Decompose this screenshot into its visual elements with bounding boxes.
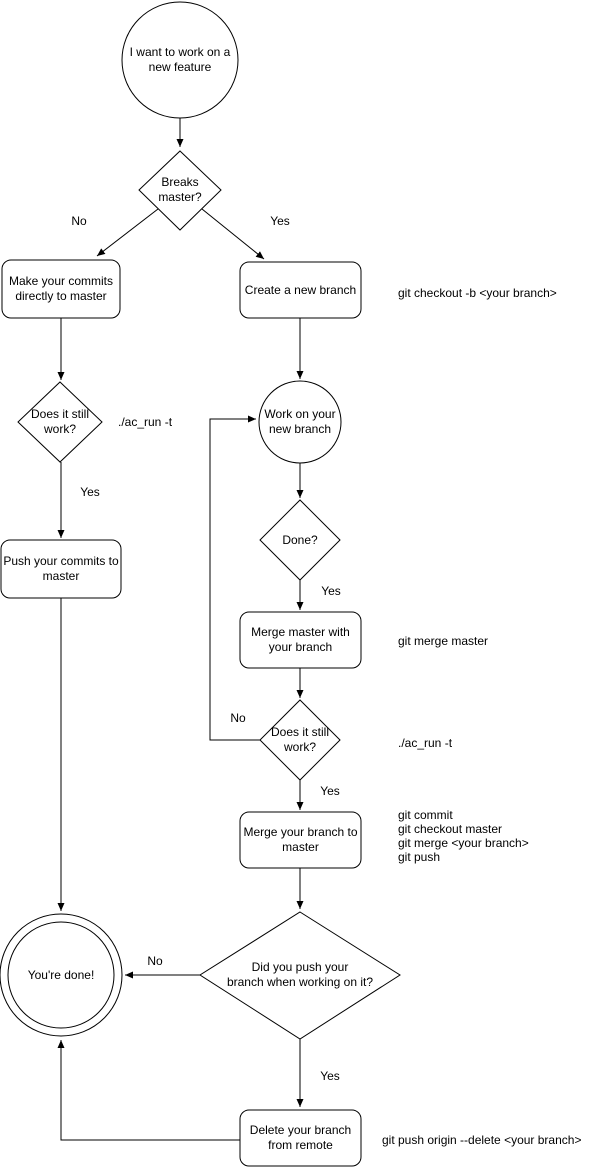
push-commits-label: Push your commits to master — [3, 554, 119, 583]
did-push-decision-shape — [199, 911, 401, 1040]
make-commits-label: Make your commits directly to master — [8, 274, 114, 303]
edge-label-no-breaks: No — [59, 213, 99, 229]
annotation-cmd-line: git merge <your branch> — [398, 836, 529, 850]
breaks-master-decision-shape — [138, 150, 222, 231]
still-work-1-decision-shape — [17, 381, 103, 463]
delete-branch-box-shape — [239, 1109, 362, 1167]
edge-label-yes-still-work-1: Yes — [70, 484, 110, 500]
annotation-ac-run-left: ./ac_run -t — [118, 415, 173, 429]
edge-label-no-did-push: No — [135, 953, 175, 969]
annotation-cmd-line: git commit — [398, 808, 453, 822]
create-branch-box-shape — [239, 261, 362, 319]
edge-label-yes-breaks: Yes — [260, 213, 300, 229]
still-work-1-label: Does it still work? — [30, 407, 89, 436]
create-branch-label: Create a new branch — [244, 282, 357, 297]
edge-label-yes-did-push: Yes — [310, 1068, 350, 1084]
did-push-label: Did you push your branch when working on… — [226, 960, 374, 989]
annotation-merge-master-cmd: git merge master — [398, 634, 489, 648]
youre-done-inner-circle-shape — [7, 921, 115, 1029]
annotation-delete-remote-cmd: git push origin --delete <your branch> — [382, 1133, 582, 1147]
edge-delete-to-done-circle — [57, 1040, 240, 1141]
edge-breaks-yes — [201, 208, 265, 260]
annotation-ac-run-right: ./ac_run -t — [398, 736, 453, 750]
done-decision-shape — [259, 499, 341, 581]
annotation-cmd-line: git push — [398, 850, 441, 864]
merge-master-box-shape — [239, 611, 362, 669]
push-commits-box-shape — [0, 539, 122, 599]
annotation-merge-branch-cmds: git commit git checkout master git merge… — [398, 808, 529, 864]
work-branch-label: Work on your new branch — [264, 407, 336, 436]
merge-branch-box-shape — [239, 811, 362, 869]
delete-branch-label: Delete your branch from remote — [249, 1123, 352, 1152]
breaks-master-label: Breaks master? — [158, 175, 202, 204]
edge-label-no-still-work-2: No — [218, 710, 258, 726]
still-work-2-label: Does it still work? — [270, 725, 329, 754]
start-node-label: I want to work on a new feature — [129, 45, 231, 74]
make-commits-box-shape — [1, 259, 121, 319]
start-node-shape — [121, 1, 239, 119]
youre-done-label: You're done! — [27, 967, 95, 982]
still-work-2-decision-shape — [259, 699, 341, 781]
edge-label-yes-still-work-2: Yes — [310, 783, 350, 799]
done-label: Done? — [282, 532, 318, 547]
edge-label-yes-done: Yes — [311, 583, 351, 599]
merge-branch-label: Merge your branch to master — [243, 825, 358, 854]
edge-breaks-no — [96, 208, 159, 257]
work-branch-node-shape — [258, 380, 342, 464]
merge-master-label: Merge master with your branch — [251, 625, 350, 654]
annotation-checkout-branch: git checkout -b <your branch> — [398, 286, 557, 300]
edges — [57, 118, 304, 1141]
annotation-cmd-line: git checkout master — [398, 822, 503, 836]
edge-stillwork2-no-loop — [209, 415, 260, 741]
